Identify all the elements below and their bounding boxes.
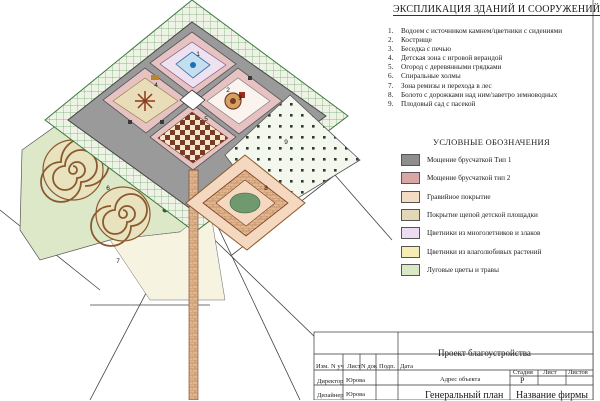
- legend-list: Мощение брусчаткой Тип 1 Мощение брусчатк…: [401, 151, 596, 279]
- explication-item-text: Плодовый сад с пасекой: [401, 99, 476, 108]
- legend-swatch: [401, 245, 420, 258]
- legend-label: Мощение брусчаткой Тип 1: [427, 156, 512, 165]
- plan-label-2: 2: [226, 87, 230, 94]
- explication-item: 7. Зона ремизы и перехода в лес: [388, 82, 598, 91]
- legend-item: Мощение брусчаткой Тип 1: [401, 151, 596, 169]
- explication-item: 3. Беседка с печью: [388, 45, 598, 54]
- explication-item-number: 9.: [388, 99, 394, 108]
- legend-title: УСЛОВНЫЕ ОБОЗНАЧЕНИЯ: [433, 137, 550, 147]
- tb-sheet-title: Генеральный план: [425, 390, 504, 401]
- explication-item-text: Кострище: [401, 36, 432, 45]
- legend-item: Покрытие щепой детской площадки: [401, 206, 596, 224]
- explication-item-text: Болото с дорожками над ним/заветро земно…: [401, 90, 558, 99]
- explication-item-number: 6.: [388, 72, 394, 81]
- tb-project: Проект благоустройства: [438, 348, 531, 358]
- legend-label: Мощение брусчаткой тип 2: [427, 174, 511, 183]
- explication-item-text: Зона ремизы и перехода в лес: [401, 81, 492, 90]
- garden-quadrant: [149, 103, 237, 171]
- pond-quadrant: [149, 31, 237, 97]
- legend-swatch: [401, 172, 420, 185]
- tb-col-data: Дата: [400, 363, 413, 370]
- tb-name-director: Юрова: [346, 377, 366, 384]
- explication-item-text: Огород с деревянными грядками: [401, 63, 502, 72]
- plan-label-4: 4: [154, 82, 158, 89]
- explication-item: 9. Плодовый сад с пасекой: [388, 100, 598, 109]
- explication-item: 4. Детская зона с игровой верандой: [388, 54, 598, 63]
- legend-item: Цветники из многолетников и злаков: [401, 224, 596, 242]
- tb-name-designer: Юрова: [346, 391, 366, 398]
- plan-label-5: 5: [204, 116, 208, 123]
- legend-label: Луговые цветы и травы: [427, 265, 499, 274]
- tb-col-nuch: N уч: [331, 363, 344, 370]
- legend-label: Цветники из многолетников и злаков: [427, 229, 541, 238]
- tb-col-ndoc: N док: [361, 363, 378, 370]
- tb-stage-value: Р: [520, 376, 525, 385]
- explication-item: 2. Кострище: [388, 36, 598, 45]
- plan-label-7: 7: [116, 258, 120, 265]
- tb-col-podp: Подп.: [379, 363, 396, 370]
- legend-label: Цветники из влаголюбивых растений: [427, 247, 542, 256]
- legend-swatch: [401, 263, 420, 276]
- legend-swatch: [401, 209, 420, 222]
- explication-item-number: 7.: [388, 81, 394, 90]
- explication-item-text: Водоем с источником камнем/цветники с си…: [401, 27, 563, 35]
- legend-label: Покрытие щепой детской площадки: [427, 211, 538, 220]
- legend-label: Гравийное покрытие: [427, 192, 491, 201]
- explication-item-text: Спиральные холмы: [401, 72, 461, 81]
- tb-role-director: Директор: [317, 378, 344, 385]
- explication-item: 5. Огород с деревянными грядками: [388, 63, 598, 72]
- legend-swatch: [401, 154, 420, 167]
- explication-title: ЭКСПЛИКАЦИЯ ЗДАНИЙ И СООРУЖЕНИЙ: [393, 4, 600, 16]
- explication-list: 1. Водоем с источником камнем/цветники с …: [388, 27, 598, 109]
- plan-label-3: 3: [238, 95, 242, 102]
- explication-item-text: Детская зона с игровой верандой: [401, 54, 503, 63]
- tb-col-izm: Изм.: [316, 363, 329, 370]
- legend-item: Цветники из влаголюбивых растений: [401, 242, 596, 260]
- plan-label-8: 8: [264, 185, 268, 192]
- explication-item-number: 2.: [388, 36, 394, 45]
- explication-item: 6. Спиральные холмы: [388, 72, 598, 81]
- tb-role-designer: Дизайнер: [317, 392, 344, 399]
- swamp-area: [185, 154, 306, 251]
- explication-item-number: 3.: [388, 45, 394, 54]
- title-block-grid: [313, 331, 594, 400]
- gazebo-quadrant: [195, 67, 283, 135]
- legend-item: Луговые цветы и травы: [401, 261, 596, 279]
- explication-item-text: Беседка с печью: [401, 45, 452, 54]
- plan-label-9: 9: [284, 139, 288, 146]
- kids-zone-quadrant: [102, 67, 189, 134]
- legend-item: Гравийное покрытие: [401, 188, 596, 206]
- spiral-hill-2: [90, 186, 151, 247]
- legend-item: Мощение брусчаткой тип 2: [401, 169, 596, 187]
- explication-item: 1. Водоем с источником камнем/цветники с …: [388, 27, 598, 36]
- legend-swatch: [401, 190, 420, 203]
- plan-label-6: 6: [106, 185, 110, 192]
- legend-swatch: [401, 227, 420, 240]
- central-square: [179, 89, 206, 111]
- explication-item-number: 5.: [388, 63, 394, 72]
- tb-stage-header: Стадия: [513, 369, 533, 376]
- tb-company: Название фирмы: [516, 390, 589, 401]
- explication-item: 8. Болото с дорожками над ним/заветро зем…: [388, 91, 598, 100]
- plan-label-1: 1: [196, 51, 200, 58]
- explication-item-number: 8.: [388, 90, 394, 99]
- bench-markers: [128, 76, 252, 124]
- tb-sheet-header: Лист: [543, 369, 557, 376]
- tb-address: Адрес объекта: [440, 376, 481, 383]
- main-path: [188, 169, 199, 400]
- explication-item-number: 4.: [388, 54, 394, 63]
- tb-col-list: Лист: [347, 363, 361, 370]
- tb-sheets-header: Листов: [568, 369, 588, 376]
- explication-item-number: 1.: [388, 27, 394, 35]
